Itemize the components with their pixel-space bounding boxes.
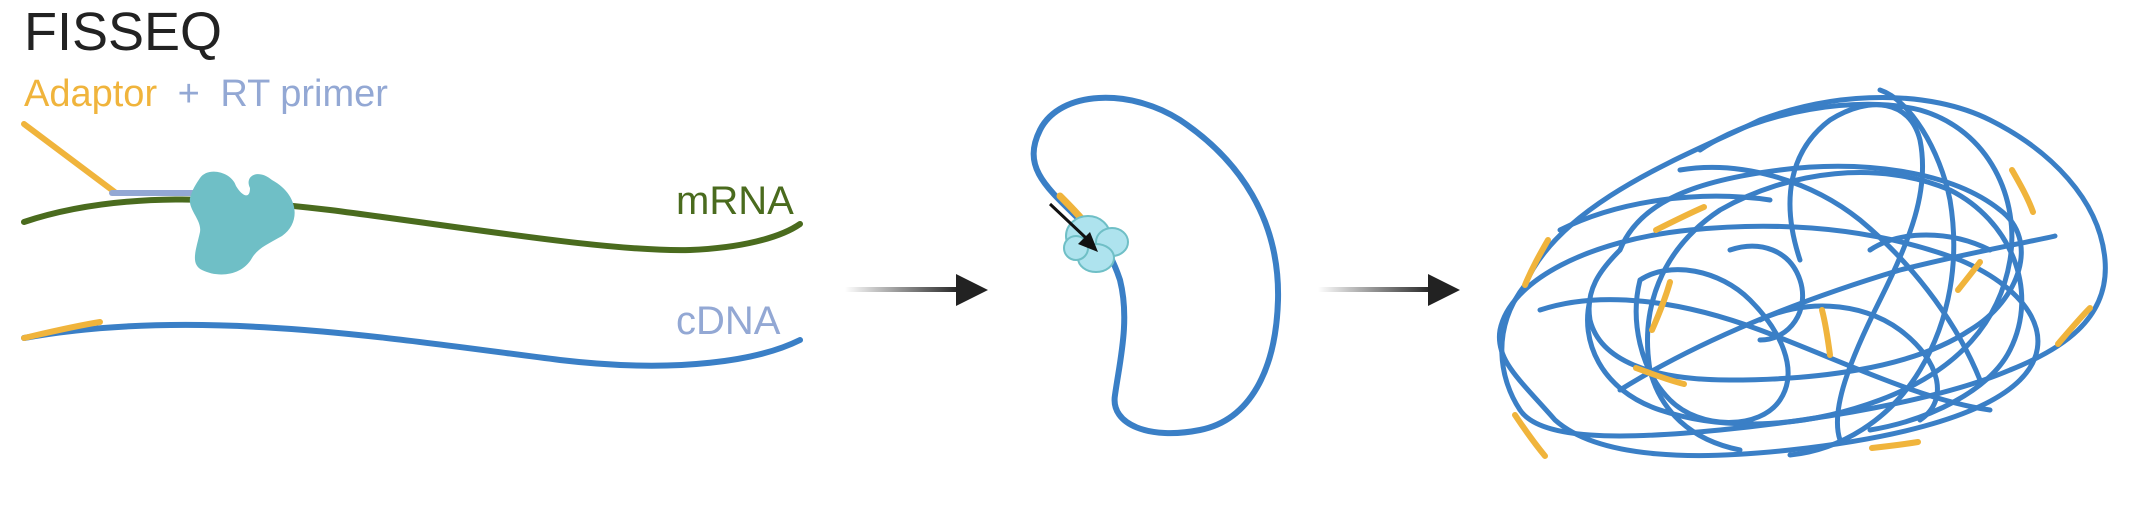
legend-plus: +: [178, 73, 200, 115]
cdna-adaptor-segment: [21, 319, 103, 341]
legend: Adaptor + RT primer: [24, 73, 388, 115]
adaptor-strand: [21, 121, 119, 196]
circular-cdna: [1030, 94, 1282, 436]
panel-reverse-transcription: mRNA cDNA: [21, 121, 803, 369]
rolony-adaptor-copies: [1512, 167, 2093, 459]
rolony-strands: [1496, 87, 2108, 459]
mrna-label: mRNA: [676, 179, 794, 223]
ligation-arrow-icon: [1048, 202, 1098, 252]
right-arrow-icon: [845, 274, 988, 306]
mrna-strand: [21, 196, 803, 254]
cdna-strand: [21, 321, 803, 369]
cdna-label: cDNA: [676, 299, 781, 343]
legend-adaptor: Adaptor: [24, 73, 157, 115]
right-arrow-icon-2: [1318, 274, 1460, 306]
diagram-title: FISSEQ: [24, 2, 222, 62]
panel-circularization: [1030, 94, 1282, 436]
enzyme-blob-icon: [189, 171, 295, 275]
legend-rt-primer: RT primer: [220, 73, 388, 115]
panel-rolling-circle-amplification: [1496, 87, 2108, 459]
